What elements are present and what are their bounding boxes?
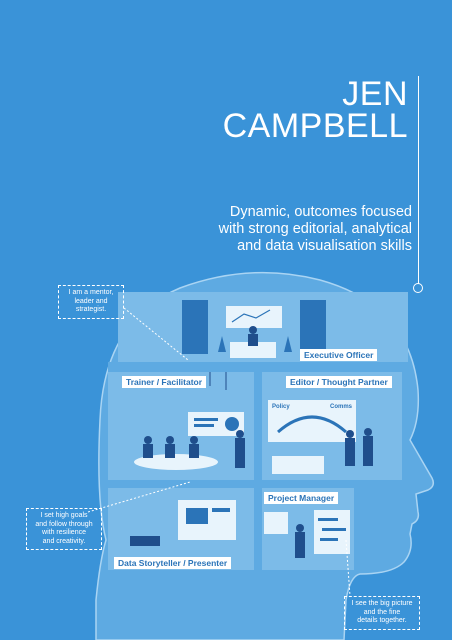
person-name: JEN CAMPBELL bbox=[222, 75, 408, 145]
whiteboard-comms: Comms bbox=[330, 404, 353, 410]
label-executive: Executive Officer bbox=[300, 349, 378, 361]
whiteboard-policy: Policy bbox=[272, 404, 290, 410]
vertical-rule bbox=[418, 76, 419, 284]
plant-right bbox=[284, 336, 292, 352]
calendar bbox=[264, 512, 288, 534]
exec-person-head bbox=[249, 326, 257, 334]
tagline: Dynamic, outcomes focused with strong ed… bbox=[218, 204, 412, 254]
door-right bbox=[300, 300, 326, 354]
whiteboard bbox=[268, 400, 356, 442]
label-storyteller: Data Storyteller / Presenter bbox=[114, 557, 232, 569]
gantt-board bbox=[314, 510, 350, 554]
label-project: Project Manager bbox=[264, 492, 339, 504]
plant-left bbox=[218, 336, 226, 352]
label-trainer: Trainer / Facilitator bbox=[122, 376, 207, 388]
first-name: JEN bbox=[342, 75, 408, 113]
last-name: CAMPBELL bbox=[222, 107, 408, 145]
projector bbox=[130, 536, 160, 546]
door-left bbox=[182, 300, 208, 354]
exec-desk bbox=[230, 342, 276, 358]
circle-marker bbox=[413, 283, 423, 293]
editor-desk bbox=[272, 456, 324, 474]
label-editor: Editor / Thought Partner bbox=[286, 376, 392, 388]
